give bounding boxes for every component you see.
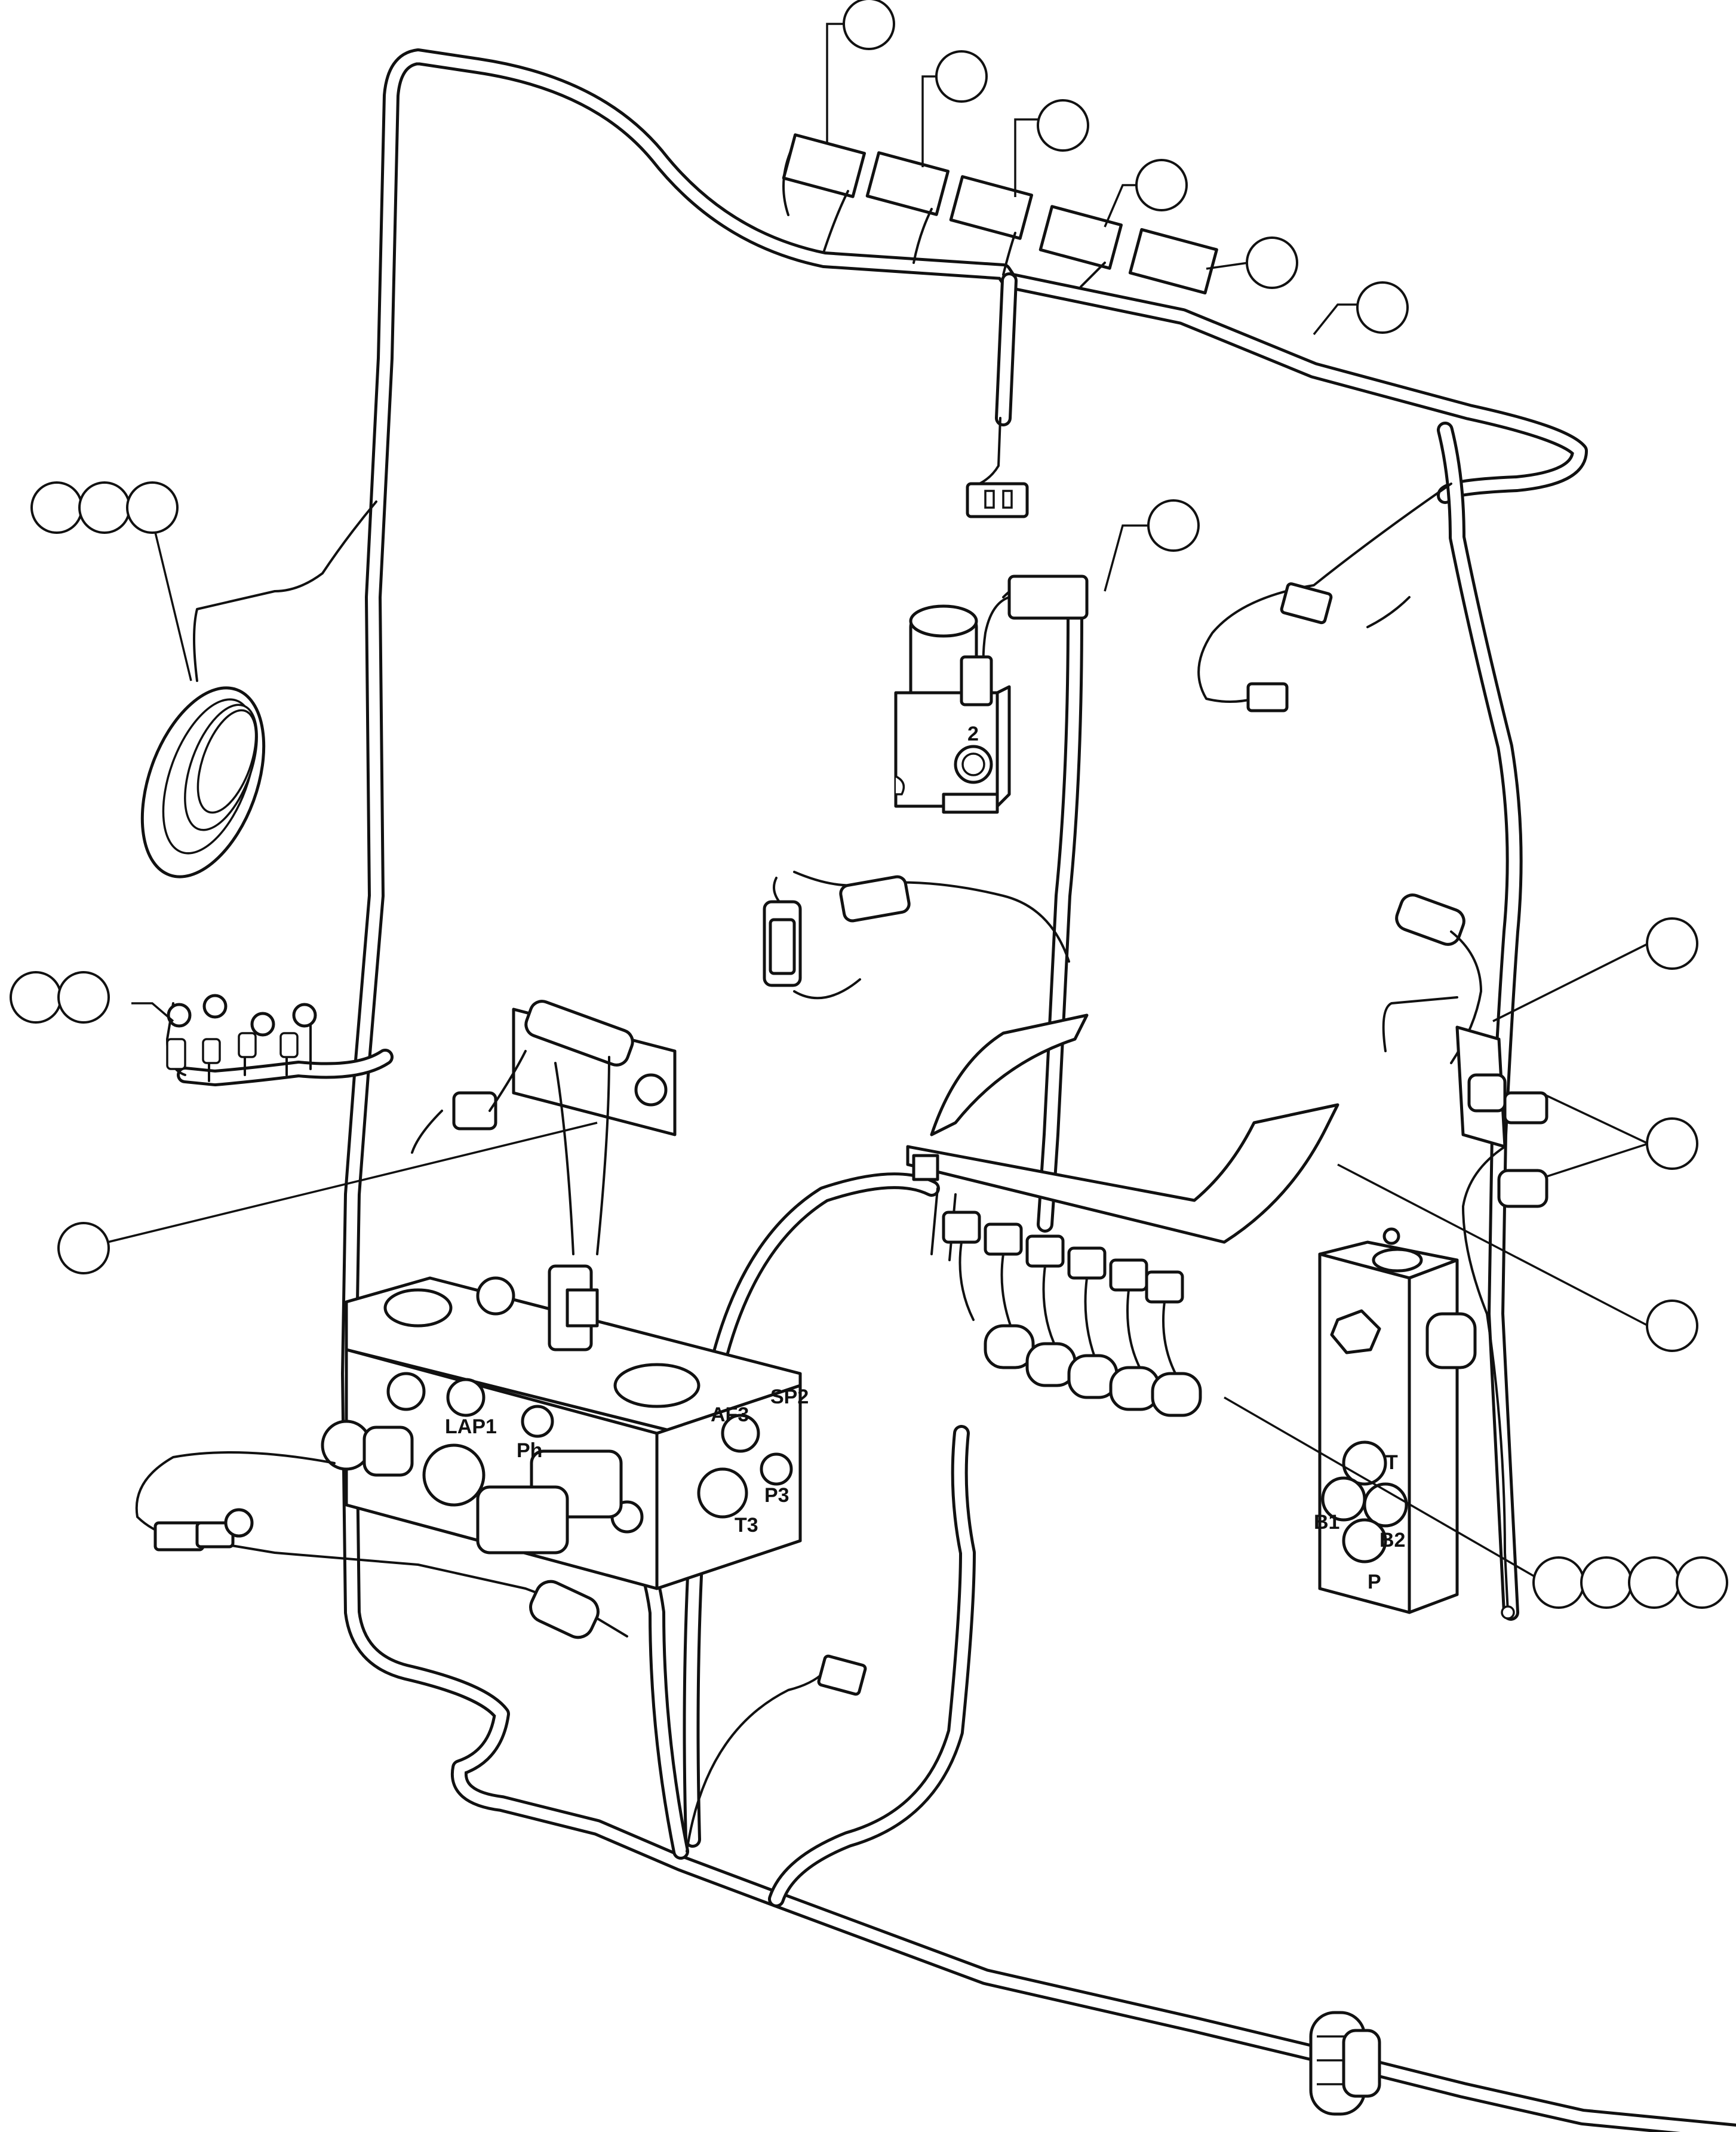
callout-circle bbox=[1246, 236, 1298, 289]
right-wiring bbox=[1197, 483, 1452, 712]
callout-circle bbox=[1037, 99, 1089, 152]
valve-harness-branch-inner bbox=[1040, 610, 1080, 1230]
port-label-t: T bbox=[1385, 1451, 1398, 1474]
callout-circle bbox=[843, 0, 895, 50]
left-sensor-group bbox=[166, 994, 317, 1082]
port-label-t3: T3 bbox=[735, 1514, 758, 1537]
port-label-2: 2 bbox=[967, 723, 979, 745]
main-harness-trunk-inner bbox=[344, 51, 1736, 2132]
solenoid-valve-assembly: 2 bbox=[894, 575, 1089, 814]
bulkhead-connector bbox=[1309, 2011, 1381, 2116]
port-label-p3: P3 bbox=[764, 1484, 789, 1507]
port-label-b2: B2 bbox=[1379, 1529, 1405, 1552]
top-connectors bbox=[782, 133, 1218, 295]
callout-circle bbox=[1628, 1556, 1680, 1609]
callout-circle bbox=[1147, 499, 1200, 552]
callout-circle bbox=[1135, 159, 1188, 211]
callout-circle bbox=[1646, 1117, 1698, 1170]
port-label-af3: AF3 bbox=[711, 1403, 749, 1426]
middle-connector-pair bbox=[763, 871, 1070, 1000]
port-label-lap1: LAP1 bbox=[445, 1415, 497, 1438]
right-harness-branch-inner bbox=[1440, 425, 1520, 1618]
callout-circle bbox=[1356, 281, 1409, 334]
valve-bank-solenoids bbox=[942, 1211, 1202, 1417]
callout-circle bbox=[1646, 1300, 1698, 1352]
callout-circle bbox=[1646, 917, 1698, 970]
callout-circles bbox=[10, 0, 1728, 1609]
upper-left-bracket bbox=[411, 1000, 677, 1255]
callout-circle bbox=[1676, 1556, 1728, 1609]
port-label-b1: B1 bbox=[1314, 1511, 1339, 1534]
hydraulic-manifold: LAP1 Ph AF3 SP2 P3 T3 bbox=[321, 1264, 809, 1590]
port-label-ph: Ph bbox=[517, 1439, 542, 1462]
callout-circle bbox=[78, 481, 131, 534]
horn-assembly bbox=[140, 500, 377, 878]
callout-circle bbox=[126, 481, 179, 534]
callout-circle bbox=[1580, 1556, 1633, 1609]
directional-valve-block: T B1 B2 P bbox=[1314, 1227, 1477, 1614]
port-label-sp2: SP2 bbox=[770, 1386, 809, 1408]
manifold-sensor-wiring bbox=[135, 1451, 628, 1639]
center-drop-connector bbox=[966, 417, 1029, 518]
callout-leaders bbox=[107, 23, 1649, 1578]
callout-circle bbox=[57, 971, 110, 1024]
right-switch-assembly bbox=[1382, 893, 1548, 1620]
left-sensor-harness-inner bbox=[180, 1052, 391, 1083]
callout-circle bbox=[935, 50, 988, 103]
callout-circle bbox=[10, 971, 62, 1024]
callout-circle bbox=[57, 1222, 110, 1274]
port-label-p: P bbox=[1368, 1571, 1381, 1593]
center-harness-branch-inner bbox=[998, 275, 1015, 423]
callout-circle bbox=[1532, 1556, 1585, 1609]
lower-drop-connector bbox=[686, 1654, 867, 1853]
callout-circle bbox=[30, 481, 83, 534]
